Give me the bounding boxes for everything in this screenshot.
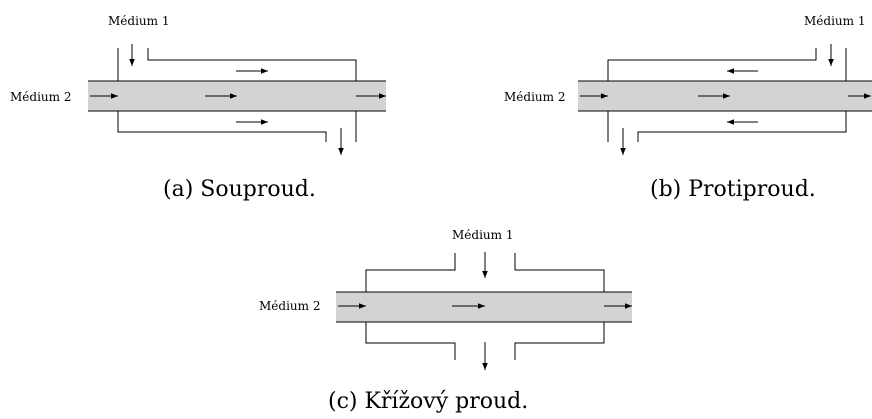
krizovy-medium1-label: Médium 1: [452, 228, 514, 242]
protiproud-medium2-label: Médium 2: [504, 90, 566, 104]
krizovy-shell-top-left: [365, 253, 456, 292]
souproud-medium1-label: Médium 1: [108, 14, 170, 28]
souproud-shell-bottom: [117, 111, 327, 142]
souproud-caption: (a) Souproud.: [163, 177, 316, 202]
souproud-shell-top: [147, 48, 357, 81]
krizovy-inner-tube: [336, 292, 632, 322]
protiproud-medium1-label: Médium 1: [804, 14, 866, 28]
krizovy-medium2-label: Médium 2: [259, 299, 321, 313]
protiproud-caption: (b) Protiproud.: [650, 177, 816, 202]
krizovy-caption: (c) Křížový proud.: [328, 389, 529, 414]
protiproud-shell-bottom: [637, 111, 847, 142]
krizovy-shell-top-right: [514, 253, 605, 292]
souproud-medium2-label: Médium 2: [10, 90, 72, 104]
protiproud-shell-top: [607, 48, 817, 81]
krizovy-shell-bottom-left: [365, 322, 456, 360]
krizovy-shell-bottom-right: [514, 322, 605, 360]
